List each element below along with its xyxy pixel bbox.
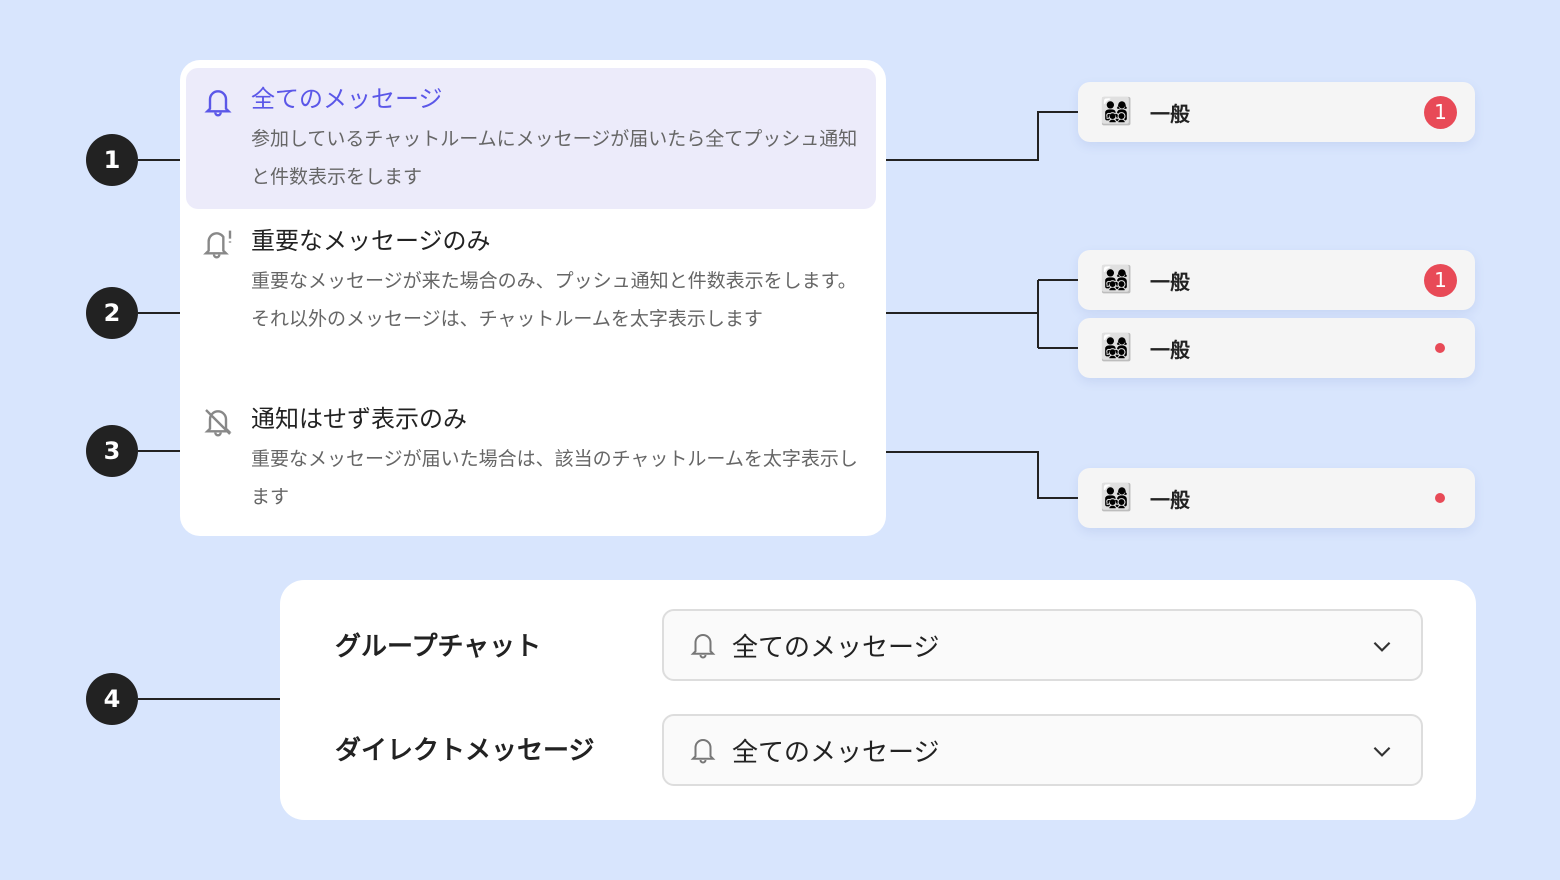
bell-off-icon [204,409,232,437]
option-display-only[interactable]: 通知はせず表示のみ 重要なメッセージが届いた場合は、該当のチャットルームを太字表… [186,388,876,516]
option-all-messages[interactable]: 全てのメッセージ 参加しているチャットルームにメッセージが届いたら全てプッシュ通… [186,68,876,209]
group-chat-label: グループチャット [335,632,542,662]
group-chat-select[interactable]: 全てのメッセージ [662,609,1423,681]
selected-value: 全てのメッセージ [732,737,940,768]
option-title: 全てのメッセージ [251,85,443,113]
bell-exclamation-icon [203,230,232,259]
selected-value: 全てのメッセージ [732,632,940,663]
bell-icon [690,634,716,659]
room-emoji-icon: 👨‍👩‍👧‍👦 [1100,483,1133,513]
option-description: 重要なメッセージが来た場合のみ、プッシュ通知と件数表示をします。それ以外のメッセ… [251,270,857,330]
bell-icon [690,739,716,764]
room-emoji-icon: 👨‍👩‍👧‍👦 [1100,265,1133,295]
unread-count-badge: 1 [1424,95,1457,129]
unread-dot [1435,343,1445,353]
notification-options-menu: 全てのメッセージ 参加しているチャットルームにメッセージが届いたら全てプッシュ通… [180,60,886,536]
chat-room-item[interactable]: 👨‍👩‍👧‍👦 一般 1 [1078,82,1475,142]
chat-room-item[interactable]: 👨‍👩‍👧‍👦 一般 1 [1078,250,1475,310]
room-emoji-icon: 👨‍👩‍👧‍👦 [1100,333,1133,363]
chevron-down-icon [1373,746,1391,757]
room-name: 一般 [1150,337,1190,362]
notification-settings-panel: グループチャット 全てのメッセージ ダイレクトメッセージ 全てのメッセージ [280,580,1476,820]
option-description: 参加しているチャットルームにメッセージが届いたら全てプッシュ通知と件数表示をしま… [251,128,858,188]
room-name: 一般 [1150,101,1190,126]
direct-message-label: ダイレクトメッセージ [335,736,595,766]
direct-message-select[interactable]: 全てのメッセージ [662,714,1423,786]
option-title: 重要なメッセージのみ [251,227,491,255]
marker-3: 3 [86,425,138,477]
option-description: 重要なメッセージが届いた場合は、該当のチャットルームを太字表示します [251,448,858,508]
chat-room-item[interactable]: 👨‍👩‍👧‍👦 一般 [1078,468,1475,528]
option-important-only[interactable]: 重要なメッセージのみ 重要なメッセージが来た場合のみ、プッシュ通知と件数表示をし… [186,210,876,338]
marker-4: 4 [86,673,138,725]
unread-dot [1435,493,1445,503]
room-emoji-icon: 👨‍👩‍👧‍👦 [1100,97,1133,127]
unread-count-badge: 1 [1424,263,1457,297]
chevron-down-icon [1373,641,1391,652]
bell-icon [204,90,232,117]
marker-1: 1 [86,134,138,186]
chat-room-item[interactable]: 👨‍👩‍👧‍👦 一般 [1078,318,1475,378]
option-title: 通知はせず表示のみ [251,405,467,433]
room-name: 一般 [1150,269,1190,294]
room-name: 一般 [1150,487,1190,512]
marker-2: 2 [86,287,138,339]
